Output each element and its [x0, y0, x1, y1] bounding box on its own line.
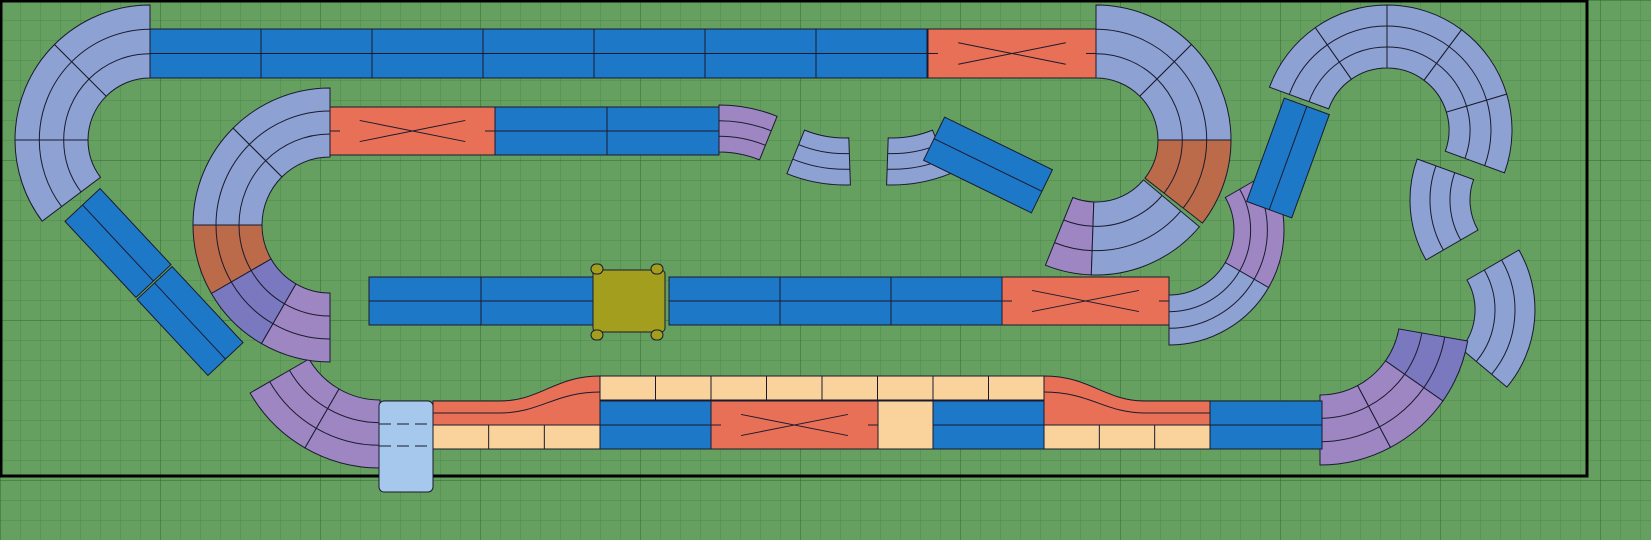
border-strip	[1043, 424, 1211, 450]
straight-piece	[368, 276, 482, 326]
crossover-x-icon	[359, 119, 466, 143]
straight-piece	[815, 28, 928, 79]
crossover-piece	[927, 28, 1097, 79]
straight-piece	[932, 400, 1045, 450]
curve-piece	[1409, 158, 1479, 261]
crossover-piece	[329, 106, 496, 156]
curve-piece	[1268, 26, 1353, 110]
start-finish-piece	[378, 400, 434, 493]
curve-piece	[232, 87, 331, 178]
border-strip	[599, 375, 1045, 401]
start-finish-icon	[379, 423, 433, 447]
curve-piece	[1460, 249, 1536, 388]
curve-piece	[786, 129, 851, 186]
curve-piece-tight	[1319, 384, 1392, 466]
straight-piece	[779, 276, 892, 326]
track	[14, 4, 1536, 493]
straight-piece	[1245, 97, 1331, 219]
straight-piece	[480, 276, 594, 326]
curve-piece	[14, 43, 107, 141]
straight-piece	[704, 28, 817, 79]
bridge-piece	[590, 263, 666, 341]
straight-piece	[149, 28, 262, 79]
straight-piece	[482, 28, 595, 79]
curve-piece-tight	[718, 104, 778, 161]
straight-piece	[599, 400, 712, 450]
straight-piece	[1209, 400, 1323, 450]
curve-piece-hairpin	[1144, 139, 1232, 224]
straight-piece	[260, 28, 373, 79]
crossover-piece	[710, 400, 879, 450]
curve-piece-tight	[1044, 196, 1095, 276]
curve-piece	[1090, 179, 1201, 276]
crossover-piece	[1001, 276, 1170, 326]
straight-piece	[668, 276, 781, 326]
curve-piece	[14, 139, 102, 222]
straight-piece	[136, 265, 244, 377]
board-border	[0, 0, 1589, 478]
straight-piece	[371, 28, 484, 79]
curve-piece-hairpin	[192, 224, 272, 295]
straight-piece	[606, 106, 720, 156]
curve-piece-tight	[260, 283, 331, 363]
crossover-x-icon	[740, 413, 849, 437]
border-strip	[877, 400, 934, 450]
straight-piece	[890, 276, 1003, 326]
straight-piece	[64, 187, 172, 299]
border-strip	[432, 424, 601, 450]
straight-piece	[922, 116, 1054, 214]
bridge-icon	[590, 263, 664, 341]
straight-piece	[494, 106, 608, 156]
curve-piece	[1444, 93, 1513, 174]
curve-piece-inner	[210, 258, 297, 345]
straight-piece	[593, 28, 706, 79]
crossover-x-icon	[1031, 289, 1140, 313]
curve-piece	[53, 4, 151, 97]
crossover-x-icon	[958, 42, 1066, 65]
